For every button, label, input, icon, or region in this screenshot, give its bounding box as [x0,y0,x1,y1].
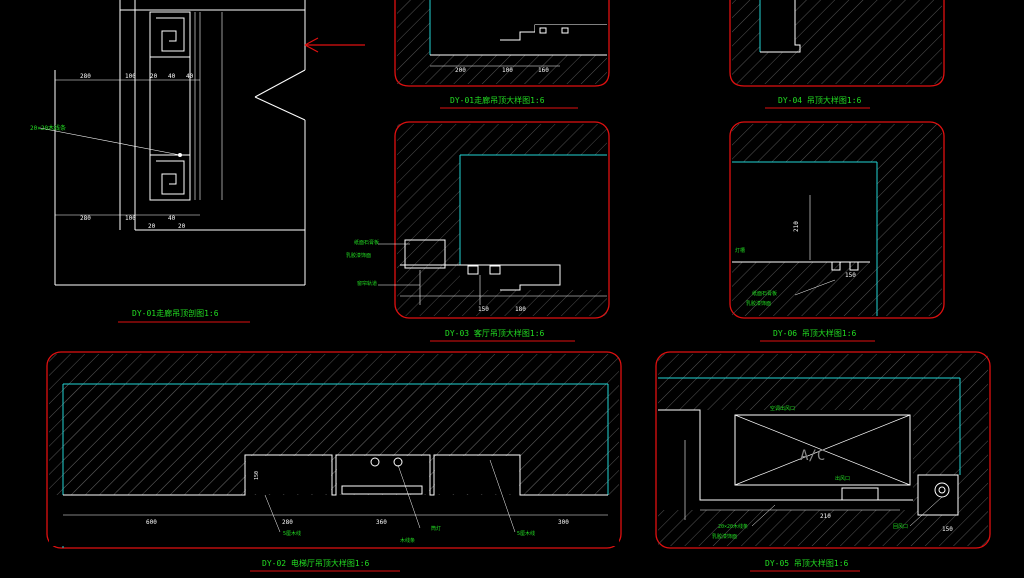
detail-title: DY-04 吊顶大样图1:6 [778,95,862,105]
dim-label: 100 [125,215,136,222]
dim-label: 280 [282,519,293,526]
dim-label: 150 [254,471,260,480]
detail-title: DY-02 电梯厅吊顶大样图1:6 [262,558,370,568]
dim-label: 40 [168,215,176,222]
dy05-detail: A/C 210 150 空调出风口 出风口 20×20木线条 乳胶漆饰面 回风口… [655,351,991,572]
dim-label: 100 [125,73,136,80]
dy01-section-detail: 200 100 160 DY-01走廊吊顶大样图1:6 [394,0,610,109]
dim-label: 40 [168,73,176,80]
dim-label: 210 [793,221,800,232]
ac-unit-label: A/C [800,448,825,464]
dim-label: 160 [538,67,549,74]
dim-label: 20 [178,223,186,230]
annotation: 空调出风口 [770,405,795,412]
dy03-detail: 150 180 纸面石膏板 乳胶漆饰面 窗帘轨道 DY-03 客厅吊顶大样图1:… [346,121,610,342]
annotation: 20×20木线条 [718,523,748,530]
arrow-head-icon [304,37,319,53]
annotation: 窗帘轨道 [357,280,377,287]
dim-label: 600 [146,519,157,526]
dim-label: 150 [845,272,856,279]
detail-title: DY-01走廊吊顶大样图1:6 [450,95,545,105]
dim-label: 360 [376,519,387,526]
detail-title: DY-01走廊吊顶剖图1:6 [132,308,219,318]
dim-label: 100 [502,67,513,74]
dy06-detail: 210 150 灯槽 纸面石膏板 乳胶漆饰面 DY-06 吊顶大样图1:6 [729,121,945,342]
dim-label: 280 [80,73,91,80]
annotation: 纸面石膏板 [752,290,777,297]
annotation: 木线条 [400,537,415,544]
annotation: 回风口 [893,524,908,530]
dim-label: 180 [515,306,526,313]
dim-label: 300 [558,519,569,526]
dim-label: 20 [148,223,156,230]
annotation: 5厘木线 [517,530,535,537]
dim-label: 150 [942,526,953,533]
annotation: 乳胶漆饰面 [346,252,371,259]
annotation: 灯槽 [735,247,745,254]
annotation: 5厘木线 [283,530,301,537]
dim-label: 280 [80,215,91,222]
dy01-plan-detail: 280 280 100 20 40 40 100 40 20 20 20×20木… [30,0,365,323]
detail-title: DY-06 吊顶大样图1:6 [773,328,857,338]
dim-label: 200 [455,67,466,74]
annotation: 20×20木线条 [30,124,66,132]
annotation: 筒灯 [431,525,441,532]
detail-title: DY-05 吊顶大样图1:6 [765,558,849,568]
dim-label: 20 [150,73,158,80]
dy04-detail: DY-04 吊顶大样图1:6 [729,0,945,109]
dim-label: 150 [478,306,489,313]
dy02-detail: 600 280 360 300 150 5厘木线 筒灯 木线条 5厘木线 DY-… [46,351,622,572]
dim-label: 210 [820,513,831,520]
annotation: 出风口 [835,475,850,482]
annotation: 纸面石膏板 [354,239,379,246]
detail-title: DY-03 客厅吊顶大样图1:6 [445,328,545,338]
annotation: 乳胶漆饰面 [712,533,737,540]
annotation: 乳胶漆饰面 [746,300,771,307]
dim-label: 40 [186,73,194,80]
